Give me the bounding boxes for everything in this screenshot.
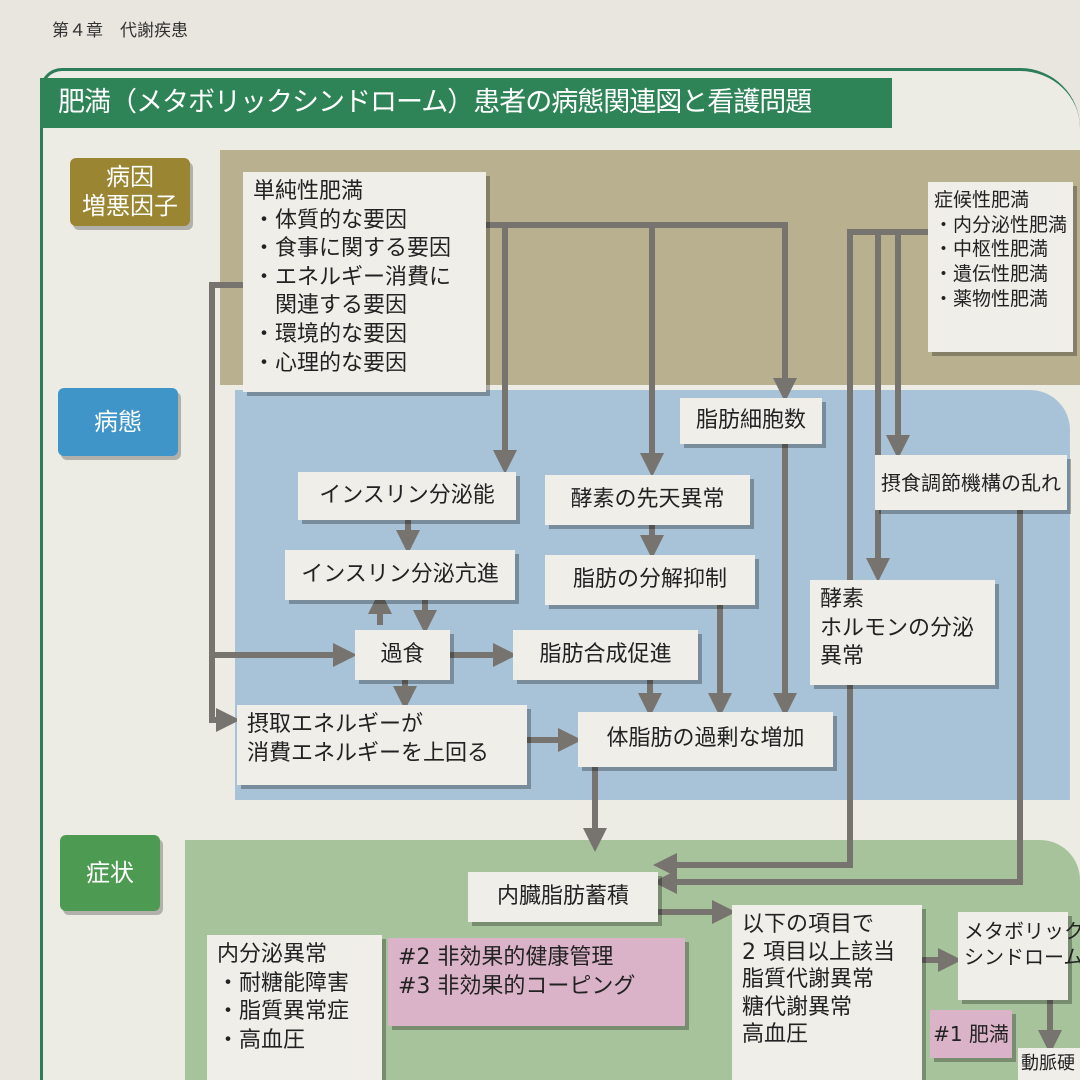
category-cause: 病因 増悪因子 — [70, 158, 190, 226]
arrow — [653, 510, 1023, 894]
category-label: 増悪因子 — [82, 192, 178, 220]
node-lipolysis: 脂肪の分解抑制 — [545, 555, 755, 605]
node-line: 消費エネルギーを上回る — [247, 740, 490, 766]
node-line: 摂取エネルギーが — [247, 712, 424, 737]
node-enzyme-congenital: 酵素の先天異常 — [545, 475, 750, 525]
list-item: ・体質的な要因 — [253, 207, 408, 233]
nursing-problem: #2 非効果的健康管理 — [398, 945, 614, 970]
box-title: 内分泌異常 — [217, 942, 328, 967]
node-visceral-fat: 内臓脂肪蓄積 — [468, 872, 658, 922]
list-item: ・環境的な要因 — [253, 321, 408, 347]
node-line: 以下の項目で — [742, 912, 875, 937]
node-line: 脂質代謝異常 — [742, 967, 875, 992]
node-line: 高血圧 — [742, 1022, 809, 1047]
list-item: ・高血圧 — [217, 1027, 306, 1053]
list-item: ・耐糖能障害 — [217, 970, 350, 996]
list-item: ・内分泌性肥満 — [934, 213, 1068, 236]
category-pathology: 病態 — [58, 388, 178, 456]
symptomatic-obesity-box: 症候性肥満 ・内分泌性肥満 ・中枢性肥満 ・遺伝性肥満 ・薬物性肥満 — [928, 182, 1073, 352]
chapter-header: 第４章 代謝疾患 — [52, 21, 188, 41]
node-criteria: 以下の項目で 2 項目以上該当 脂質代謝異常 糖代謝異常 高血圧 — [732, 905, 922, 1080]
box-title: 症候性肥満 — [934, 189, 1030, 211]
list-item: ・中枢性肥満 — [934, 238, 1049, 261]
arrow — [209, 282, 357, 667]
diagram-title: 肥満（メタボリックシンドローム）患者の病態関連図と看護問題 — [40, 78, 892, 128]
nursing-problem: #3 非効果的コーピング — [398, 973, 636, 999]
node-line: 糖代謝異常 — [742, 994, 853, 1020]
category-label: 病因 — [106, 163, 154, 192]
node-body-fat: 体脂肪の過剰な増加 — [578, 712, 833, 767]
list-item: ・食事に関する要因 — [253, 236, 452, 262]
box-title: 単純性肥満 — [253, 179, 364, 204]
node-line: シンドローム — [964, 945, 1080, 969]
node-energy: 摂取エネルギーが 消費エネルギーを上回る — [237, 705, 527, 785]
arrow — [486, 222, 797, 402]
node-line: 異常 — [820, 644, 865, 670]
node-hormone: 酵素 ホルモンの分泌 異常 — [810, 580, 995, 685]
node-insulin-secretion: インスリン分泌能 — [298, 472, 516, 520]
nursing-problems-2-3: #2 非効果的健康管理 #3 非効果的コーピング — [388, 938, 685, 1026]
arrow — [653, 229, 928, 877]
nursing-problem-1: #1 肥満 — [930, 1010, 1012, 1058]
simple-obesity-box: 単純性肥満 ・体質的な要因 ・食事に関する要因 ・エネルギー消費に 関連する要因… — [243, 172, 486, 392]
list-item: ・遺伝性肥満 — [934, 263, 1049, 286]
node-line: 酵素 — [820, 587, 865, 612]
category-symptoms: 症状 — [60, 835, 160, 911]
node-endocrine: 内分泌異常 ・耐糖能障害 ・脂質異常症 ・高血圧 — [207, 935, 382, 1080]
list-item: ・心理的な要因 — [253, 350, 408, 376]
node-fat-cells: 脂肪細胞数 — [680, 398, 822, 444]
node-lipogenesis: 脂肪合成促進 — [513, 630, 698, 680]
node-line: ホルモンの分泌 — [820, 615, 975, 641]
node-line: メタボリック — [964, 919, 1080, 943]
list-item: ・エネルギー消費に — [253, 264, 452, 290]
node-overeating: 過食 — [355, 630, 450, 680]
node-atherosclerosis: 動脈硬 — [1018, 1048, 1080, 1080]
node-appetite: 摂食調節機構の乱れ — [875, 455, 1067, 510]
list-item: ・脂質異常症 — [217, 999, 350, 1025]
list-item: 関連する要因 — [253, 293, 408, 319]
list-item: ・薬物性肥満 — [934, 287, 1049, 310]
node-insulin-hyper: インスリン分泌亢進 — [285, 550, 515, 600]
node-line: 2 項目以上該当 — [742, 939, 895, 965]
node-metabolic-syndrome: メタボリック シンドローム — [958, 912, 1080, 1000]
arrow — [209, 655, 240, 732]
